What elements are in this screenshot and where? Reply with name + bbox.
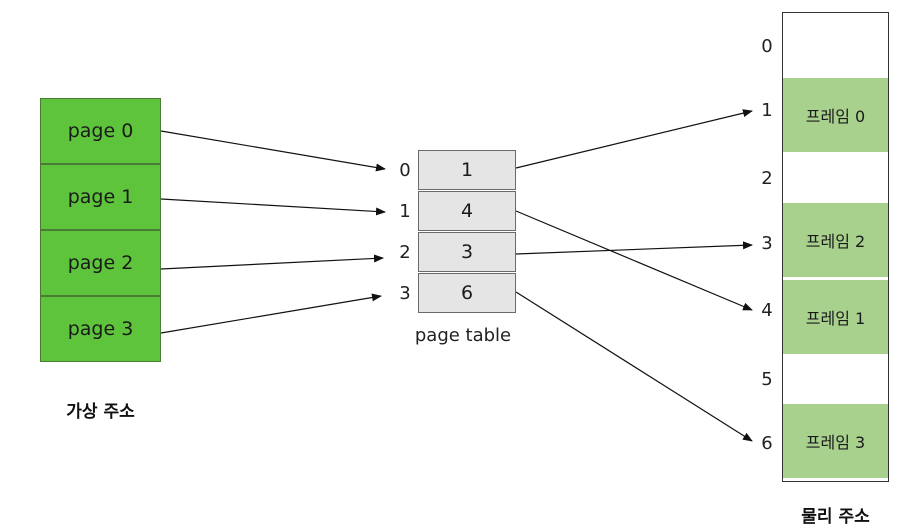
arrow-page-0-to-table: [160, 130, 386, 172]
frame-label: 프레임 1: [805, 309, 866, 328]
physical-index-1: 1: [761, 100, 773, 121]
virtual-page-label: page 3: [67, 318, 134, 340]
physical-address-caption: 물리 주소: [801, 507, 870, 527]
page-table-entry-1: 4: [418, 191, 516, 231]
virtual-page-label: page 1: [67, 186, 134, 208]
physical-frame-slot-4: 프레임 1: [783, 280, 888, 354]
page-table-entry-value: 1: [460, 159, 474, 181]
page-table-entry-0: 1: [418, 150, 516, 190]
arrow-page-2-to-table: [160, 254, 384, 270]
arrow-page-1-to-table: [160, 198, 386, 216]
frame-label: 프레임 3: [805, 433, 866, 452]
page-table-index-1: 1: [399, 201, 411, 222]
physical-index-4: 4: [761, 300, 773, 321]
page-table-index-3: 3: [399, 283, 411, 304]
page-table-entry-2: 3: [418, 232, 516, 272]
physical-frame-slot-3: 프레임 2: [783, 203, 888, 277]
virtual-address-caption: 가상 주소: [66, 402, 135, 422]
physical-index-6: 6: [761, 433, 773, 454]
page-table-caption: page table: [414, 325, 512, 346]
page-table-index-2: 2: [399, 242, 411, 263]
page-table-index-0: 0: [399, 160, 411, 181]
physical-index-0: 0: [761, 36, 773, 57]
physical-index-3: 3: [761, 233, 773, 254]
page-table-entry-value: 3: [460, 241, 474, 263]
page-table-entry-value: 4: [460, 200, 474, 222]
arrow-page-3-to-table: [160, 293, 382, 334]
arrow-table-0-to-frame: [515, 109, 753, 169]
arrow-table-3-to-frame: [515, 291, 753, 442]
virtual-page-1: page 1: [40, 164, 161, 230]
page-table-entry-3: 6: [418, 273, 516, 313]
frame-label: 프레임 0: [805, 107, 866, 126]
page-table-entry-value: 6: [460, 282, 474, 304]
physical-index-5: 5: [761, 369, 773, 390]
virtual-page-3: page 3: [40, 296, 161, 362]
virtual-page-0: page 0: [40, 98, 161, 164]
frame-label: 프레임 2: [805, 232, 866, 251]
arrow-table-2-to-frame: [515, 241, 753, 255]
arrow-table-1-to-frame: [515, 210, 753, 311]
virtual-page-label: page 2: [67, 252, 134, 274]
physical-frame-slot-6: 프레임 3: [783, 404, 888, 478]
physical-index-2: 2: [761, 168, 773, 189]
virtual-page-label: page 0: [67, 120, 134, 142]
virtual-page-2: page 2: [40, 230, 161, 296]
physical-frame-slot-1: 프레임 0: [783, 78, 888, 152]
